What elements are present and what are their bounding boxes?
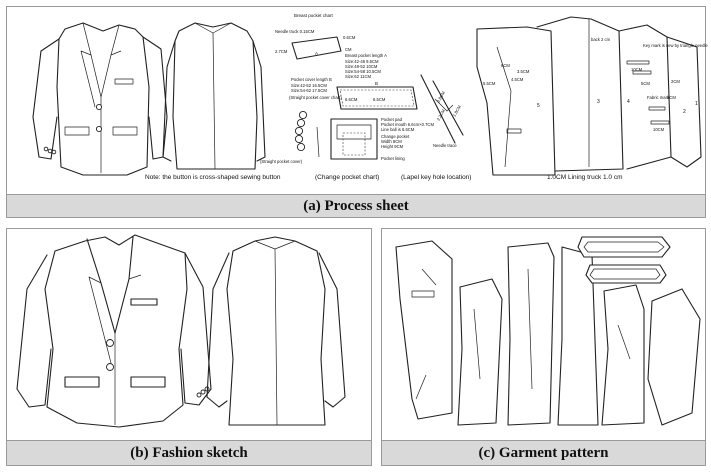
svg-text:10CM: 10CM [631, 67, 643, 72]
panel-caption-b: (b) Fashion sketch [7, 440, 371, 465]
breast-pocket-sizes: CM Breast pocket length A Size:42-46 9.5… [345, 47, 387, 79]
button-note: Note: the button is cross-shaped sewing … [145, 174, 281, 181]
svg-text:Pocket pad: Pocket pad [381, 117, 403, 122]
svg-text:Line ball is 6.6CM: Line ball is 6.6CM [381, 127, 415, 132]
svg-text:CM: CM [345, 47, 352, 52]
process-sheet-drawing: Breast pocket chart Needle truck 0.15CM … [32, 13, 708, 181]
pattern-piece-sleeve-under [647, 288, 701, 426]
jacket-front-technical [32, 22, 168, 176]
svg-text:back 2 cm: back 2 cm [591, 37, 611, 42]
svg-text:Needle truck 0.15CM: Needle truck 0.15CM [275, 29, 315, 34]
pattern-piece-sleeve-upper [601, 284, 645, 426]
jacket-front-sketch [16, 234, 212, 428]
svg-text:2.2CM: 2.2CM [436, 108, 447, 122]
svg-text:6.6CM: 6.6CM [345, 97, 358, 102]
svg-text:Pocket lining: Pocket lining [381, 156, 405, 161]
jacket-back-sketch [206, 236, 346, 426]
garment-pattern-drawing [395, 236, 701, 426]
svg-text:3: 3 [597, 99, 600, 105]
svg-text:4: 4 [627, 99, 630, 105]
svg-text:2: 2 [683, 109, 686, 115]
svg-text:Breast pocket length A: Breast pocket length A [345, 53, 387, 58]
svg-text:1: 1 [695, 101, 698, 107]
svg-text:10CM: 10CM [653, 127, 665, 132]
svg-text:Size:42-52 16.5CM: Size:42-52 16.5CM [291, 83, 327, 88]
pattern-piece-collar-top [577, 236, 671, 258]
lapel-key-hole-diagram: 3.8CM 1.8CM 2.2CM Needle trace [420, 74, 464, 148]
svg-text:Height 9CM: Height 9CM [381, 144, 404, 149]
garment-pattern-panel: (c) Garment pattern [381, 228, 706, 466]
fashion-sketch-panel: (b) Fashion sketch [6, 228, 372, 466]
panel-caption-c: (c) Garment pattern [382, 440, 705, 465]
jacket-back-technical [162, 22, 266, 170]
svg-text:A: A [315, 51, 318, 56]
svg-text:Size:54-58 10.5CM: Size:54-58 10.5CM [345, 69, 381, 74]
pattern-piece-front [395, 240, 453, 420]
pattern-piece-side [457, 278, 503, 426]
svg-text:Width 8CM: Width 8CM [381, 139, 402, 144]
process-pattern-layout: back 2 cm Key mark is sew by triangle ne… [476, 16, 708, 176]
svg-text:2CM: 2CM [671, 79, 680, 84]
svg-text:Needle trace: Needle trace [433, 143, 457, 148]
svg-text:5.5CM: 5.5CM [483, 81, 496, 86]
straight-pocket-cover-chart: Pocket cover length B Size:42-52 16.5CM … [289, 77, 418, 110]
pattern-piece-collar-under [585, 264, 667, 284]
process-sheet-panel: Breast pocket chart Needle truck 0.15CM … [6, 6, 708, 218]
breast-pocket-chart: Breast pocket chart Needle truck 0.15CM … [275, 13, 356, 60]
svg-text:Pocket cover length B: Pocket cover length B [291, 77, 332, 82]
svg-text:B: B [375, 81, 378, 86]
svg-text:Breast pocket chart: Breast pocket chart [294, 13, 334, 18]
svg-text:6.5CM: 6.5CM [373, 97, 386, 102]
svg-text:Size:48-52 10CM: Size:48-52 10CM [345, 64, 378, 69]
svg-text:5: 5 [537, 103, 540, 109]
panel-caption-a: (a) Process sheet [7, 194, 705, 217]
svg-text:Fabric mark: Fabric mark [647, 95, 670, 100]
svg-text:Size:62 11CM: Size:62 11CM [345, 74, 372, 79]
svg-text:(Straight pocket cover chart): (Straight pocket cover chart) [289, 95, 342, 100]
svg-text:4.5CM: 4.5CM [511, 77, 524, 82]
svg-text:6CM: 6CM [501, 63, 510, 68]
svg-text:5CM: 5CM [641, 81, 650, 86]
svg-text:3CM: 3CM [667, 95, 676, 100]
svg-text:Pocket mouth 6.6cm×0.7CM: Pocket mouth 6.6cm×0.7CM [381, 122, 434, 127]
lapel-hole-label: (Lapel key hole location) [401, 174, 471, 181]
svg-text:Change pocket: Change pocket [381, 134, 410, 139]
svg-text:(Straight pocket cover): (Straight pocket cover) [260, 159, 303, 164]
svg-text:Size:54-62 17.5CM: Size:54-62 17.5CM [291, 88, 327, 93]
svg-text:Size:42-46 9.5CM: Size:42-46 9.5CM [345, 59, 379, 64]
svg-text:1.8CM: 1.8CM [452, 104, 463, 118]
lining-note: 1.0CM Lining truck 1.0 cm [547, 174, 623, 181]
button-stack: (Straight pocket cover) [260, 110, 320, 164]
change-pocket-chart: Pocket pad Pocket mouth 6.6cm×0.7CM Line… [330, 117, 434, 161]
pattern-piece-back [507, 242, 555, 426]
change-pocket-label: (Change pocket chart) [315, 174, 379, 181]
svg-text:2.7CM: 2.7CM [275, 49, 288, 54]
svg-text:3.5CM: 3.5CM [517, 69, 530, 74]
fashion-sketch-drawing [16, 234, 346, 428]
svg-text:Key mark is sew by triangle ne: Key mark is sew by triangle needle [643, 43, 708, 48]
svg-text:0.6CM: 0.6CM [343, 35, 356, 40]
svg-text:3.8CM: 3.8CM [436, 90, 447, 104]
